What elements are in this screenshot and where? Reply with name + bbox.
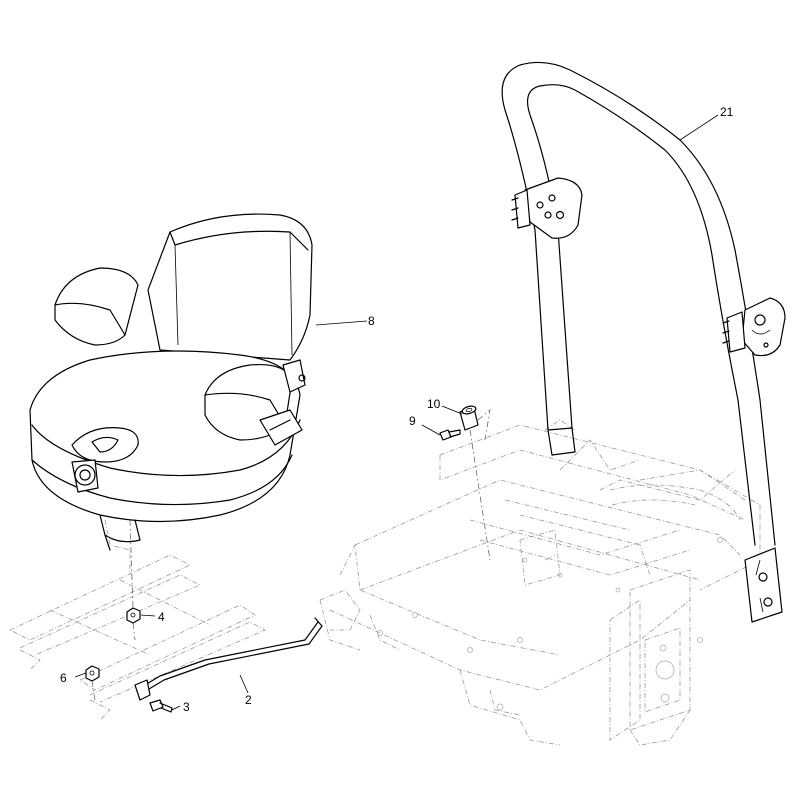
chassis-frame-ghost (319, 419, 761, 746)
callout-21: 21 (720, 105, 734, 119)
assembly-centerlines (91, 409, 491, 701)
rops-roll-bar (501, 61, 786, 623)
nut-part-6 (85, 665, 100, 682)
seat-mount-rails (9, 519, 266, 721)
callout-2: 2 (245, 693, 252, 707)
callout-8: 8 (368, 314, 375, 328)
bushing-part-10 (459, 405, 479, 431)
callout-10: 10 (427, 397, 441, 411)
nut-part-4 (126, 607, 141, 624)
operator-seat (29, 213, 313, 551)
callout-3: 3 (183, 700, 190, 714)
callout-9: 9 (409, 414, 416, 428)
bolt-part-3 (149, 699, 173, 713)
seat-latch-rod (134, 617, 323, 701)
leader-lines (74, 114, 719, 711)
bolt-part-9 (439, 429, 461, 441)
callout-6: 6 (60, 671, 67, 685)
callout-4: 4 (158, 610, 165, 624)
